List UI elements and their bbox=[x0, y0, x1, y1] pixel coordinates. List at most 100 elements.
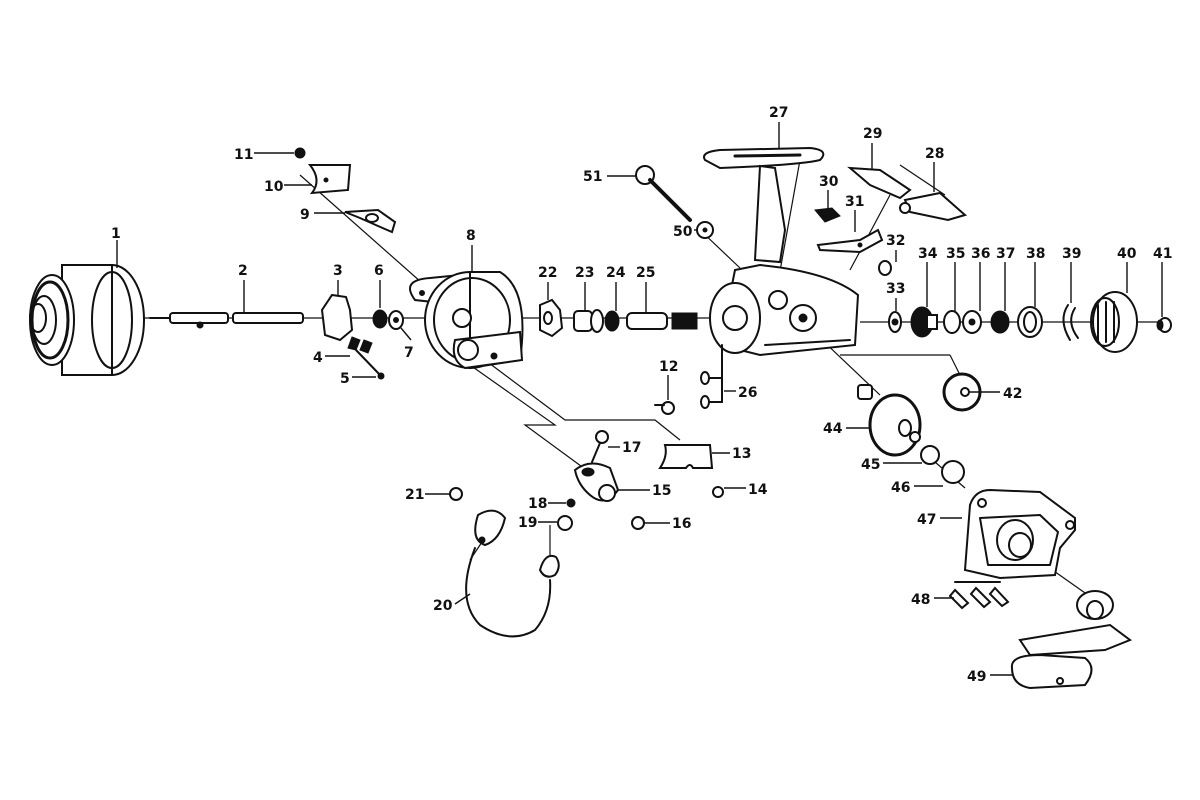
part-bail-lever-cover bbox=[294, 147, 397, 234]
callout-label: 33 bbox=[886, 281, 905, 297]
callout-label: 12 bbox=[659, 359, 678, 375]
callout-label: 11 bbox=[234, 147, 253, 163]
callout-label: 20 bbox=[433, 598, 453, 614]
callout-26: 26 bbox=[724, 385, 757, 401]
part-handle-screw bbox=[635, 165, 714, 239]
callout-39: 39 bbox=[1062, 246, 1081, 303]
callout-35: 35 bbox=[946, 246, 965, 311]
part-reel-body bbox=[703, 146, 860, 357]
callout-label: 2 bbox=[238, 263, 248, 279]
callout-label: 4 bbox=[313, 350, 323, 366]
callout-label: 31 bbox=[845, 194, 864, 210]
callout-33: 33 bbox=[886, 281, 905, 311]
callout-label: 35 bbox=[946, 246, 965, 262]
callout-label: 19 bbox=[518, 515, 537, 531]
callout-label: 48 bbox=[911, 592, 930, 608]
callout-label: 46 bbox=[891, 480, 910, 496]
callout-6: 6 bbox=[374, 263, 384, 308]
callout-label: 10 bbox=[264, 179, 284, 195]
callout-38: 38 bbox=[1026, 246, 1045, 307]
callout-label: 17 bbox=[622, 440, 641, 456]
callout-label: 28 bbox=[925, 146, 944, 162]
callout-10: 10 bbox=[264, 179, 312, 195]
callout-8: 8 bbox=[466, 228, 476, 272]
part-bail-wire bbox=[449, 487, 552, 638]
callout-16: 16 bbox=[644, 516, 691, 532]
callout-label: 5 bbox=[340, 371, 350, 387]
callout-label: 18 bbox=[528, 496, 547, 512]
callout-48: 48 bbox=[911, 592, 954, 608]
callout-label: 47 bbox=[917, 512, 936, 528]
part-anti-reverse bbox=[814, 166, 968, 276]
callout-label: 36 bbox=[971, 246, 990, 262]
callout-23: 23 bbox=[575, 265, 594, 310]
callout-label: 38 bbox=[1026, 246, 1045, 262]
part-handle bbox=[1010, 590, 1133, 690]
callout-label: 6 bbox=[374, 263, 384, 279]
callout-42: 42 bbox=[970, 386, 1022, 402]
part-rotor bbox=[409, 271, 524, 370]
callout-28: 28 bbox=[925, 146, 944, 192]
part-line-roller bbox=[538, 430, 645, 578]
callout-45: 45 bbox=[861, 457, 922, 473]
part-spring bbox=[654, 401, 675, 415]
callout-label: 25 bbox=[636, 265, 655, 281]
callout-4: 4 bbox=[313, 350, 350, 366]
callout-label: 27 bbox=[769, 105, 788, 121]
callout-3: 3 bbox=[333, 263, 343, 296]
callout-label: 15 bbox=[652, 483, 671, 499]
callout-label: 30 bbox=[819, 174, 839, 190]
callout-label: 42 bbox=[1003, 386, 1022, 402]
part-drag-stack bbox=[888, 291, 1172, 353]
callout-label: 1 bbox=[111, 226, 121, 242]
part-main-shaft bbox=[149, 312, 304, 329]
callout-label: 51 bbox=[583, 169, 602, 185]
callout-15: 15 bbox=[618, 483, 671, 499]
callout-label: 45 bbox=[861, 457, 880, 473]
callout-label: 29 bbox=[863, 126, 882, 142]
callout-11: 11 bbox=[234, 147, 294, 163]
callout-label: 26 bbox=[738, 385, 757, 401]
callout-13: 13 bbox=[712, 446, 751, 462]
callout-label: 32 bbox=[886, 233, 905, 249]
callout-label: 41 bbox=[1153, 246, 1172, 262]
part-spool bbox=[29, 264, 145, 376]
callout-label: 23 bbox=[575, 265, 594, 281]
callout-51: 51 bbox=[583, 169, 636, 185]
callout-25: 25 bbox=[636, 265, 655, 312]
callout-34: 34 bbox=[918, 246, 938, 307]
callout-label: 39 bbox=[1062, 246, 1081, 262]
callout-label: 7 bbox=[404, 345, 414, 361]
callout-label: 37 bbox=[996, 246, 1015, 262]
callout-label: 13 bbox=[732, 446, 751, 462]
part-cover-plate bbox=[658, 444, 724, 498]
callout-12: 12 bbox=[659, 359, 678, 400]
callouts: 1 2 3 4 5 6 7 8 9 10 11 12 13 14 15 16 1… bbox=[111, 105, 1172, 685]
part-nut-and-washer bbox=[372, 309, 404, 330]
callout-label: 40 bbox=[1117, 246, 1137, 262]
callout-40: 40 bbox=[1117, 246, 1137, 293]
callout-22: 22 bbox=[538, 265, 557, 300]
callout-21: 21 bbox=[405, 487, 450, 503]
callout-32: 32 bbox=[886, 233, 905, 262]
part-cover-screws bbox=[948, 581, 1010, 610]
callout-label: 16 bbox=[672, 516, 691, 532]
callout-27: 27 bbox=[769, 105, 788, 148]
callout-label: 22 bbox=[538, 265, 557, 281]
callout-36: 36 bbox=[971, 246, 990, 311]
callout-2: 2 bbox=[238, 263, 248, 312]
callout-49: 49 bbox=[967, 669, 1012, 685]
callout-41: 41 bbox=[1153, 246, 1172, 317]
callout-50: 50 bbox=[673, 224, 697, 240]
part-body-screws bbox=[700, 344, 723, 409]
callout-1: 1 bbox=[111, 226, 121, 268]
callout-label: 21 bbox=[405, 487, 424, 503]
callout-30: 30 bbox=[819, 174, 839, 208]
part-side-cover bbox=[963, 488, 1076, 580]
callout-label: 34 bbox=[918, 246, 938, 262]
callout-label: 3 bbox=[333, 263, 343, 279]
callout-47: 47 bbox=[917, 512, 962, 528]
callout-label: 8 bbox=[466, 228, 476, 244]
callout-24: 24 bbox=[606, 265, 626, 311]
